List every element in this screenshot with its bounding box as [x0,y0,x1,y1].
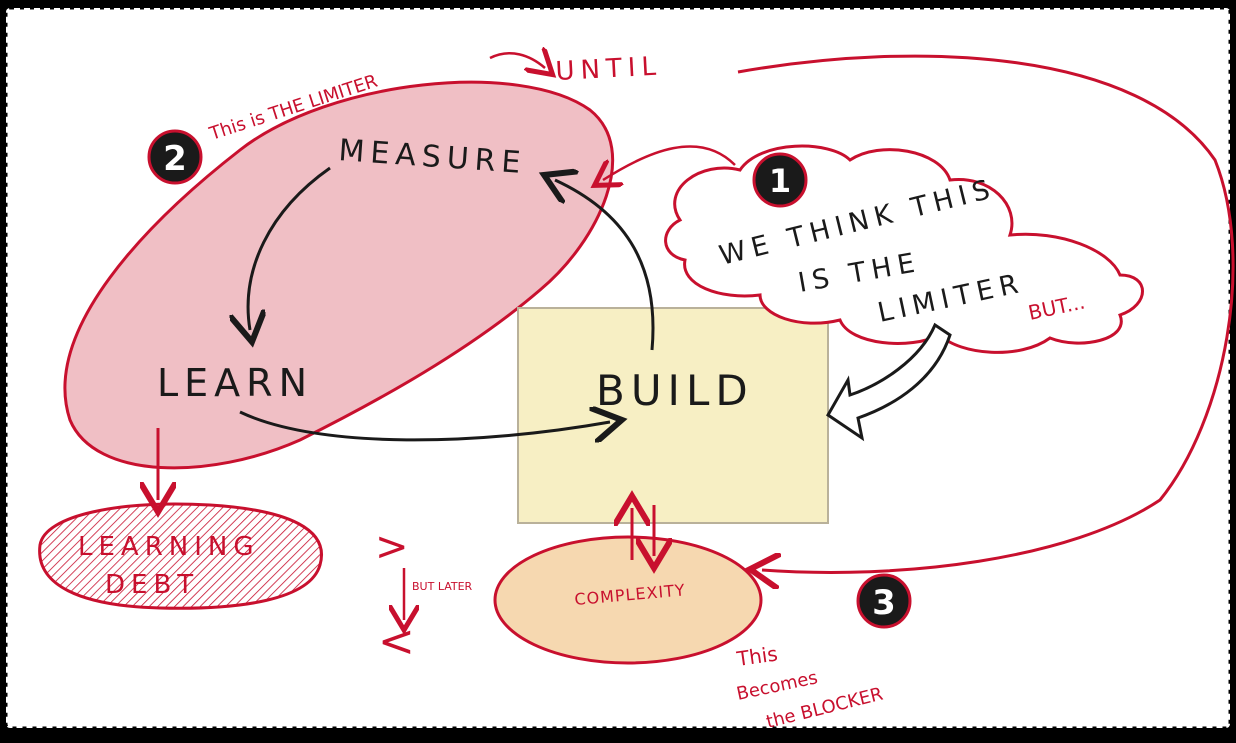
badge-three: 3 [856,573,912,629]
learning-debt-label-line2: DEBT [105,570,199,600]
complexity-blob [493,535,763,665]
build-label: BUILD [596,366,754,415]
until-loop-arrow [737,54,1235,572]
cloud-to-measure-arrow [603,145,736,180]
badge-one: 1 [752,152,808,208]
build-to-measure-arrow [555,180,655,351]
learning-debt-blob [38,502,323,610]
cloud-to-build-arrow [826,322,952,442]
learning-debt-label-line1: LEARNING [78,532,259,562]
learn-to-build-arrow [239,412,610,440]
svg-text:2: 2 [163,139,187,179]
badge-two: 2 [147,129,203,185]
but-later-annotation: BUT LATER [412,580,473,593]
measure-to-learn-arrow [248,166,331,330]
until-annotation: UNTIL [555,51,663,87]
svg-text:1: 1 [769,162,791,200]
limiter-to-until-arrow [489,53,545,68]
svg-text:3: 3 [872,583,896,623]
greater-sign: > [375,524,409,570]
learn-label: LEARN [157,361,313,405]
less-sign: < [378,616,415,667]
blocker-line1: This [734,641,779,671]
build-box [517,307,829,524]
